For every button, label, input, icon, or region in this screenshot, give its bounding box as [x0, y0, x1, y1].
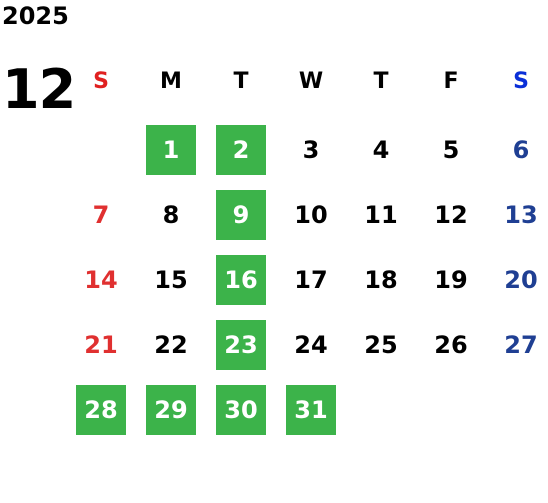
day-cell: 10: [294, 201, 328, 229]
day-cell: 13: [504, 201, 538, 229]
weekday-header: W: [298, 68, 324, 94]
day-cell: 15: [154, 266, 188, 294]
day-cell: 24: [294, 331, 328, 359]
highlighted-day-cell: 2: [216, 125, 266, 175]
year-label: 2025: [2, 2, 69, 30]
highlighted-day-cell: 16: [216, 255, 266, 305]
day-cell: 11: [364, 201, 398, 229]
day-cell: 8: [162, 201, 180, 229]
highlighted-day-cell: 1: [146, 125, 196, 175]
highlighted-day-cell: 30: [216, 385, 266, 435]
weekday-header: T: [373, 68, 389, 94]
highlighted-day-cell: 29: [146, 385, 196, 435]
weekday-header: T: [233, 68, 249, 94]
day-cell: 25: [364, 331, 398, 359]
weekday-header: S: [513, 68, 529, 94]
day-cell: 19: [434, 266, 468, 294]
day-cell: 20: [504, 266, 538, 294]
highlighted-day-cell: 9: [216, 190, 266, 240]
day-cell: 4: [372, 136, 390, 164]
day-cell: 6: [512, 136, 530, 164]
day-cell: 14: [84, 266, 118, 294]
day-cell: 12: [434, 201, 468, 229]
weekday-header: M: [160, 68, 182, 94]
day-cell: 21: [84, 331, 118, 359]
month-number: 12: [2, 58, 76, 121]
day-cell: 7: [92, 201, 110, 229]
day-cell: 5: [442, 136, 460, 164]
day-cell: 22: [154, 331, 188, 359]
day-cell: 27: [504, 331, 538, 359]
weekday-header: F: [443, 68, 459, 94]
highlighted-day-cell: 31: [286, 385, 336, 435]
day-cell: 26: [434, 331, 468, 359]
day-cell: 17: [294, 266, 328, 294]
day-cell: 18: [364, 266, 398, 294]
highlighted-day-cell: 28: [76, 385, 126, 435]
highlighted-day-cell: 23: [216, 320, 266, 370]
weekday-header: S: [93, 68, 109, 94]
day-cell: 3: [302, 136, 320, 164]
